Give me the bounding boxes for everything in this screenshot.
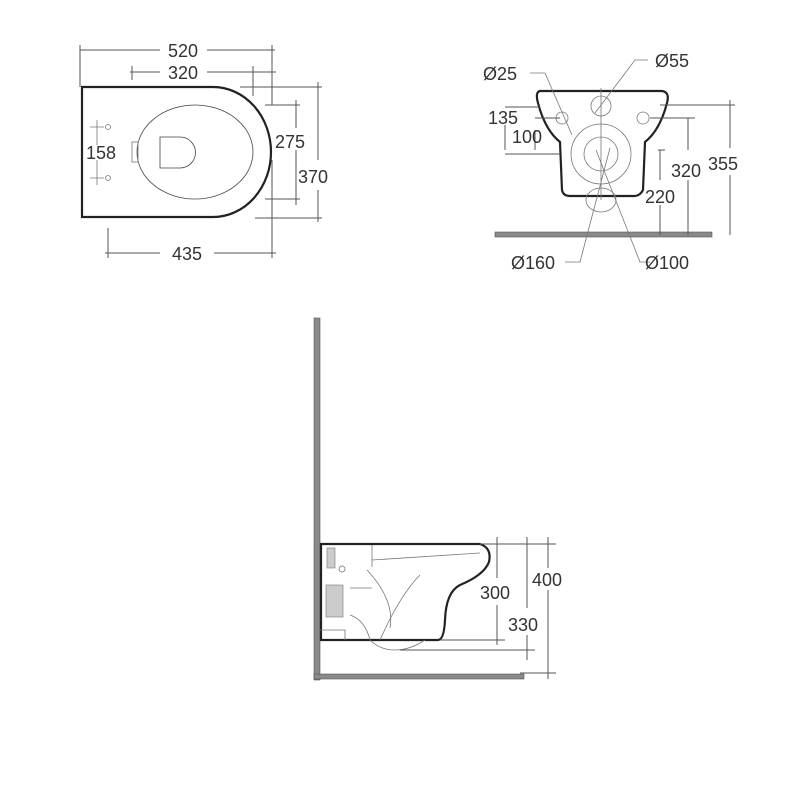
dim-waste-inner-dia: Ø100 <box>645 253 689 273</box>
dim-370-line <box>240 82 322 222</box>
dim-waste-height: 220 <box>645 187 675 207</box>
fixing-block-bottom <box>325 584 344 618</box>
dim-fixing-height-a: 135 <box>488 108 518 128</box>
dim-bowl-length: 320 <box>168 63 198 83</box>
dim-fixing-to-front: 435 <box>172 244 202 264</box>
floor-line <box>494 231 713 238</box>
floor <box>313 673 525 680</box>
dim-inlet-dia: Ø55 <box>655 51 689 71</box>
wall <box>313 317 321 681</box>
pan-front-outline <box>535 89 669 198</box>
pan-side-outline <box>319 542 491 642</box>
top-view: 520 320 275 370 158 435 <box>79 41 328 264</box>
front-dim-lines <box>504 100 735 235</box>
dim-fixing-spacing: 158 <box>86 143 116 163</box>
front-view: Ø55 Ø25 135 100 320 355 220 Ø160 Ø100 <box>483 51 738 273</box>
dim-520-line <box>79 45 275 105</box>
dim-fixing-hole-dia: Ø25 <box>483 64 517 84</box>
dim-rim-height-a: 300 <box>480 583 510 603</box>
dim-435-line <box>105 160 276 258</box>
side-view: 300 400 330 <box>313 317 562 681</box>
bowl-interior <box>320 545 481 651</box>
fixing-hole-right <box>636 111 650 125</box>
lid-shape <box>159 136 196 169</box>
dim-waste-outer-dia: Ø160 <box>511 253 555 273</box>
fixing-bolt <box>338 565 346 573</box>
dim-overall-height: 355 <box>708 154 738 174</box>
dim-bowl-width: 275 <box>275 132 305 152</box>
dim-outlet-height: 320 <box>671 161 701 181</box>
dim-fixing-height-b: 100 <box>512 127 542 147</box>
dim-outlet-height: 330 <box>508 615 538 635</box>
dim-320-line <box>130 66 276 96</box>
dim-overall-length: 520 <box>168 41 198 61</box>
hinge <box>131 141 139 163</box>
pan-outline <box>80 85 273 219</box>
leader-lines <box>530 59 650 263</box>
fixing-holes <box>90 120 111 185</box>
dim-275-line <box>265 100 300 205</box>
fixing-block-top <box>326 547 336 569</box>
dim-rim-height-b: 400 <box>532 570 562 590</box>
side-dim-lines <box>400 537 556 679</box>
seat-oval <box>136 104 254 200</box>
dim-overall-width: 370 <box>298 167 328 187</box>
